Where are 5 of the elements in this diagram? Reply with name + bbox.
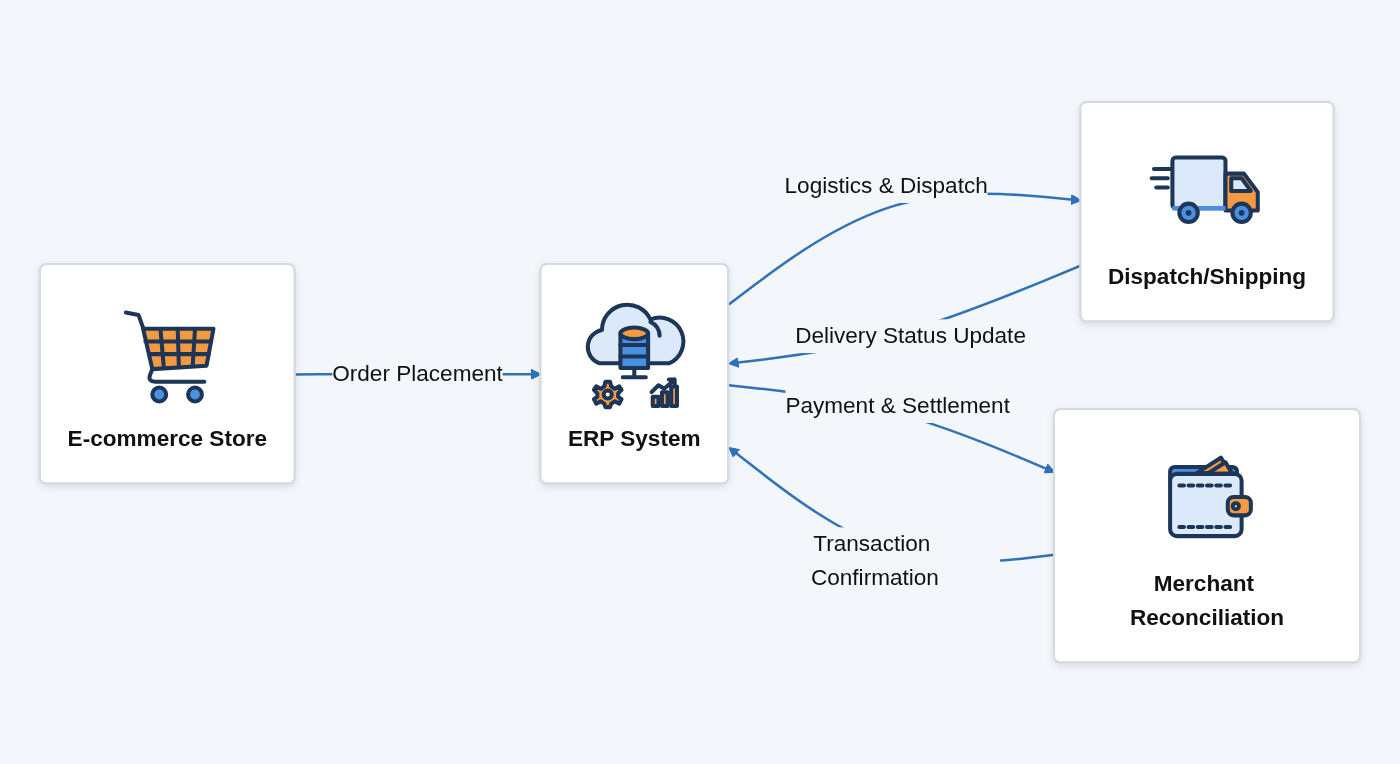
edge-label: Delivery Status Update — [795, 322, 1026, 348]
edge-label: Logistics & Dispatch — [784, 172, 988, 198]
edge-label: Transaction Confirmation — [810, 530, 939, 590]
edge-label: Payment & Settlement — [785, 392, 1010, 418]
edge-label: Order Placement — [332, 360, 503, 386]
